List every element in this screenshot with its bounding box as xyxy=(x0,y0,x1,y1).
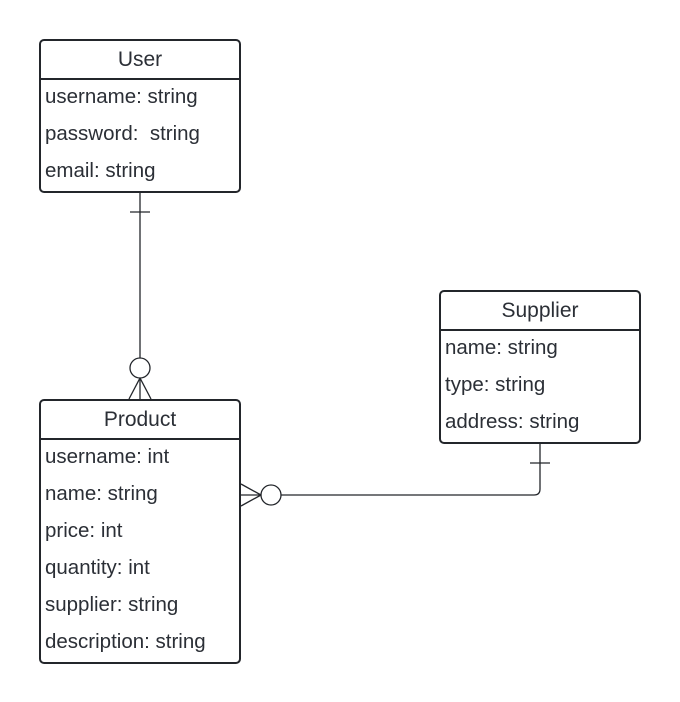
relationship-supplier-product xyxy=(240,442,550,507)
entity-supplier[interactable]: Supplier name: string type: string addre… xyxy=(439,290,641,444)
attribute-row: type: string xyxy=(445,373,546,396)
relationship-user-product xyxy=(128,191,152,400)
cardinality-zero-product-top xyxy=(129,357,151,379)
crows-foot-product-top xyxy=(128,377,152,400)
entity-user[interactable]: User username: string password: string e… xyxy=(39,39,241,193)
attribute-row: email: string xyxy=(45,159,156,182)
attribute-row: description: string xyxy=(45,630,206,653)
attribute-row: password: string xyxy=(45,122,200,145)
attribute-row: username: int xyxy=(45,445,170,468)
crows-foot-product-right xyxy=(240,483,262,507)
attribute-row: name: string xyxy=(45,482,158,505)
cardinality-zero-product-right xyxy=(260,484,282,506)
entity-supplier-title: Supplier xyxy=(441,292,639,331)
attribute-row: price: int xyxy=(45,519,123,542)
entity-user-title: User xyxy=(41,41,239,80)
attribute-row: address: string xyxy=(445,410,580,433)
attribute-row: name: string xyxy=(445,336,558,359)
attribute-row: supplier: string xyxy=(45,593,179,616)
attribute-row: quantity: int xyxy=(45,556,150,579)
entity-product[interactable]: Product username: int name: string price… xyxy=(39,399,241,664)
attribute-row: username: string xyxy=(45,85,198,108)
entity-product-title: Product xyxy=(41,401,239,440)
